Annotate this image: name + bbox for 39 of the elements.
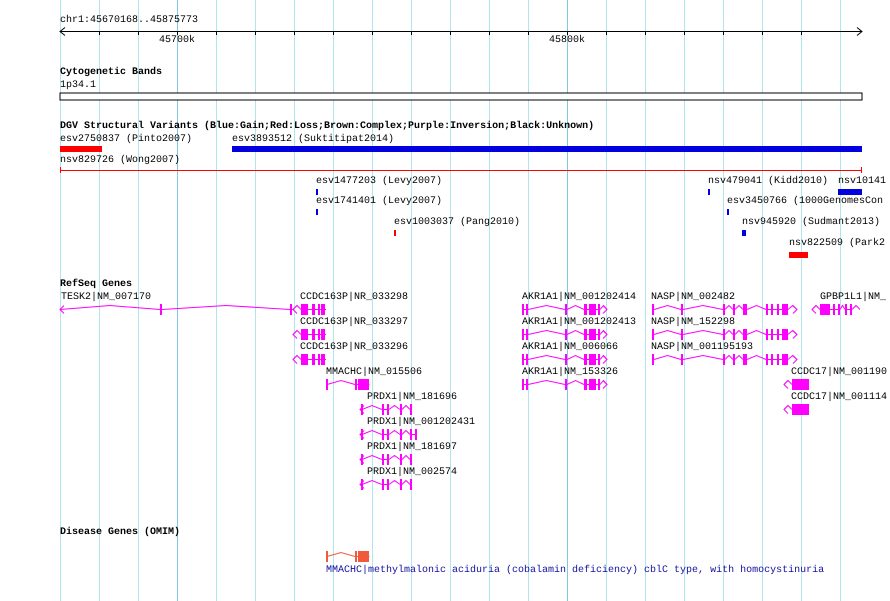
track-title: Disease Genes (OMIM) <box>60 527 180 539</box>
gene-label: PRDX1|NM_002574 <box>367 467 458 479</box>
gene-label: AKR1A1|NM_006066 <box>522 342 618 354</box>
variant-label: nsv479041 (Kidd2010) <box>708 176 828 188</box>
gene-label: CCDC163P|NR_033297 <box>300 317 408 329</box>
coordinate-label: chr1:45670168..45875773 <box>60 15 198 27</box>
track-title: Cytogenetic Bands <box>60 67 162 79</box>
variant-label: esv3893512 (Suktitipat2014) <box>232 134 394 146</box>
tick-label: 45800k <box>548 35 585 47</box>
gene-label: GPBP1L1|NM_ <box>820 292 886 304</box>
gene-label: CCDC17|NM_001114 <box>791 392 888 404</box>
gene-label: CCDC163P|NR_033296 <box>300 342 408 354</box>
tick-label: 45700k <box>158 35 195 47</box>
gene-label: PRDX1|NM_001202431 <box>367 417 476 429</box>
variant-label: nsv10141 <box>838 176 886 188</box>
gene-label: AKR1A1|NM_153326 <box>522 367 618 379</box>
gene-label: PRDX1|NM_181696 <box>367 392 458 404</box>
track-title: DGV Structural Variants (Blue:Gain;Red:Loss;Brown:Complex;Purple:Inversion;Black:Unknown) <box>60 121 594 133</box>
variant-label: esv3450766 (1000GenomesCon <box>727 196 884 208</box>
variant-label: esv1741401 (Levy2007) <box>316 196 442 208</box>
variant-label: esv2750837 (Pinto2007) <box>60 134 192 146</box>
gene-label: AKR1A1|NM_001202413 <box>522 317 636 329</box>
disease-label: MMACHC|methylmalonic aciduria (cobalamin deficiency) cblC type, with homocystinuria <box>326 565 824 577</box>
variant-label: nsv822509 (Park2 <box>789 238 886 250</box>
gene-label: NASP|NM_002482 <box>651 292 736 304</box>
variant-label: esv1477203 (Levy2007) <box>316 176 442 188</box>
gene-label: TESK2|NM_007170 <box>61 292 152 304</box>
variant-label: esv1003037 (Pang2010) <box>394 217 520 229</box>
gene-label: CCDC17|NM_001190 <box>791 367 888 379</box>
gene-label: CCDC163P|NR_033298 <box>300 292 408 304</box>
gene-label: NASP|NM_001195193 <box>651 342 754 354</box>
gene-label: NASP|NM_152298 <box>651 317 736 329</box>
track-title: RefSeq Genes <box>60 279 132 291</box>
variant-label: nsv829726 (Wong2007) <box>60 155 180 167</box>
band-label: 1p34.1 <box>60 80 96 92</box>
gene-label: PRDX1|NM_181697 <box>367 442 458 454</box>
gene-label: AKR1A1|NM_001202414 <box>522 292 636 304</box>
gene-label: MMACHC|NM_015506 <box>326 367 422 379</box>
variant-label: nsv945920 (Sudmant2013) <box>742 217 880 229</box>
